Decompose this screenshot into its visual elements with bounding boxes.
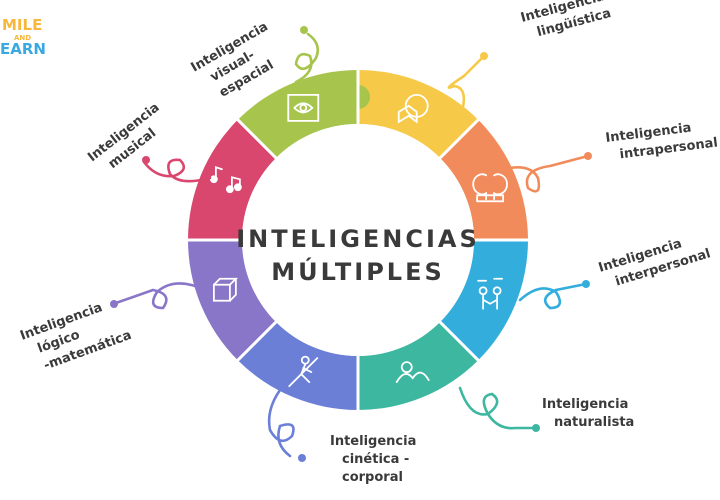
globe-book-icon [397,93,429,124]
label-cinetica: Inteligencia cinética - corporal [330,434,416,485]
puzzle-piece-naturalista [358,322,479,410]
center-circle [242,124,474,356]
logo-line2: AND [14,34,31,42]
landscape-icon [395,361,430,384]
arrow-logico [111,282,207,310]
arrowhead-interpersonal [582,280,590,288]
cube-formula-icon [212,277,239,302]
music-notes-icon [209,166,242,194]
arrowhead-intrapersonal [584,152,592,160]
label-intrapersonal: Inteligenciaintrapersonal [605,118,719,164]
label-musical: Inteligenciamusical [85,100,173,179]
arrowhead-visual [300,26,308,34]
center-title-line2: MÚLTIPLES [271,256,445,286]
center-title: INTELIGENCIAS MÚLTIPLES [236,225,480,286]
arrow-naturalista [458,386,538,430]
curly-arrows [110,26,592,462]
arrow-linguistica [447,54,486,120]
arrowhead-linguistica [480,52,488,60]
logo-line1: MILE [2,16,42,34]
puzzle-seam [438,320,480,362]
puzzle-piece-intrapersonal [440,119,528,240]
brand-logo: MILE AND EARN [0,16,46,58]
label-linguistica: Inteligencialingüística [519,0,613,43]
arrow-interpersonal [518,282,588,310]
segment-icons [209,93,508,388]
people-talking-icon [477,277,504,310]
logo-line3: EARN [0,40,46,58]
label-interpersonal: Inteligenciainterpersonal [597,229,713,293]
label-line: Inteligencia [542,397,628,412]
center-title-line1: INTELIGENCIAS [236,225,480,253]
label-line: corporal [342,470,403,485]
arrowhead-logico [110,300,118,308]
heads-icon [472,173,508,203]
runner-icon [288,355,319,388]
puzzle-seam [236,320,278,362]
arrow-cinetica [267,388,295,458]
label-line: naturalista [554,415,634,430]
arrow-intrapersonal [498,154,590,193]
arrow-musical [142,158,212,183]
puzzle-piece-visual [237,70,358,158]
arrowhead-cinetica [298,454,306,462]
label-line: Inteligencia [330,434,416,449]
label-line: cinética - [342,452,409,467]
arrowhead-naturalista [532,424,540,432]
label-visual: Inteligenciavisual-espacial [189,19,289,106]
label-naturalista: Inteligencia naturalista [542,397,634,430]
eye-frame-icon [287,93,320,122]
arrow-visual [294,32,320,84]
puzzle-seam [438,118,480,160]
arrowhead-musical [142,156,150,164]
puzzle-seam [236,118,278,160]
puzzle-piece-logico [188,240,276,361]
